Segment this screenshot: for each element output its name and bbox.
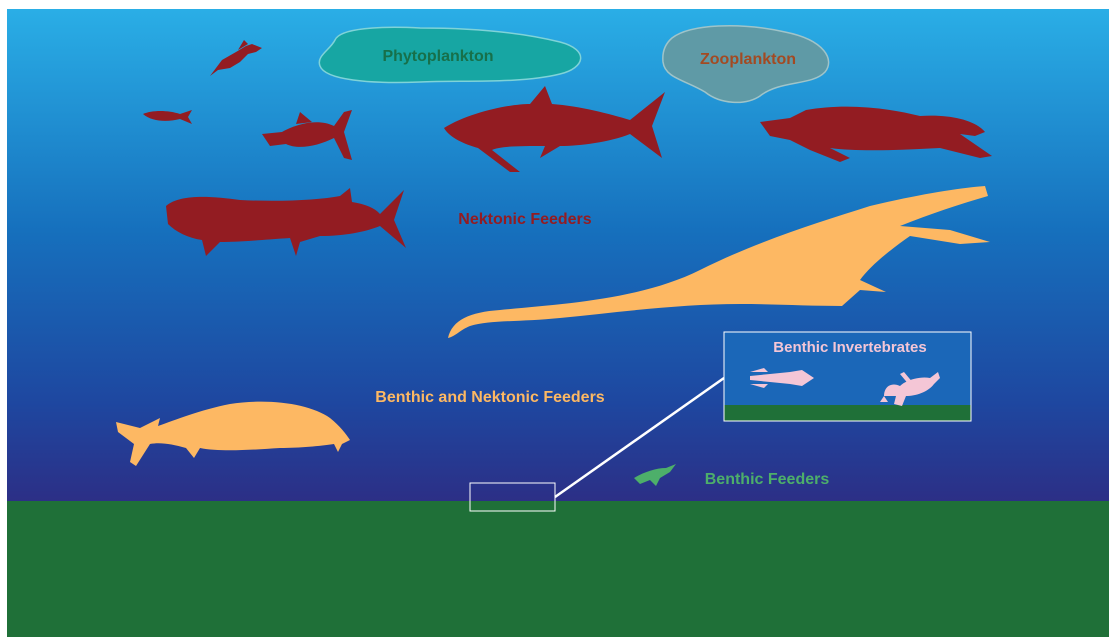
benthic-feeders-label: Benthic Feeders <box>705 471 830 488</box>
nektonic-feeders-label: Nektonic Feeders <box>458 211 591 228</box>
zooplankton-label: Zooplankton <box>700 51 796 68</box>
seafloor <box>7 501 1109 637</box>
benthic-and-nektonic-feeders-label: Benthic and Nektonic Feeders <box>375 389 604 406</box>
benthic-invertebrates-label: Benthic Invertebrates <box>773 339 926 356</box>
phytoplankton-label: Phytoplankton <box>382 48 493 65</box>
